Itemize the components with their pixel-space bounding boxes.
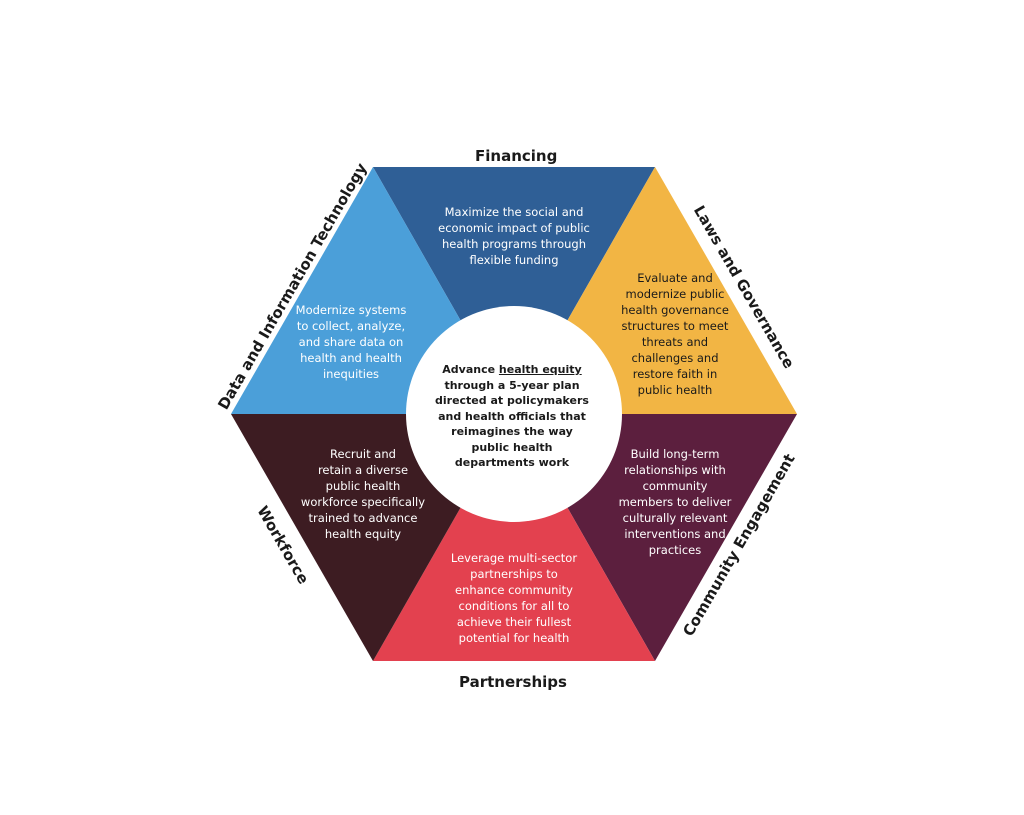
center-line: reimagines the way <box>451 425 573 438</box>
data-line: inequities <box>322 367 380 381</box>
workforce-line: workforce specifically <box>300 495 426 509</box>
community-line: Build long-term <box>630 447 720 461</box>
laws-line: health governance <box>621 303 729 317</box>
center-line: and health officials that <box>438 409 586 423</box>
community-line: community <box>642 479 708 493</box>
financing-line: Maximize the social and <box>444 205 584 219</box>
data-line: Modernize systems <box>295 303 407 317</box>
community-line: practices <box>648 543 702 557</box>
workforce-line: trained to advance <box>308 511 418 525</box>
financing-text: Maximize the social and economic impact … <box>414 204 614 268</box>
center-line: through a 5-year plan <box>444 378 580 392</box>
center-emphasis: health equity <box>498 363 582 376</box>
workforce-line: retain a diverse <box>317 463 409 477</box>
laws-line: challenges and <box>631 351 719 365</box>
segment-financing <box>373 167 655 414</box>
partnerships-line: enhance community <box>455 583 573 597</box>
community-line: relationships with <box>624 463 726 477</box>
data-line: health and health <box>300 351 402 365</box>
partnerships-line: partnerships to <box>470 567 558 581</box>
data-line: to collect, analyze, <box>296 319 406 333</box>
laws-line: Evaluate and <box>637 271 713 285</box>
partnerships-line: conditions for all to <box>458 599 570 613</box>
workforce-line: Recruit and <box>330 447 396 461</box>
laws-line: public health <box>637 383 713 397</box>
laws-line: structures to meet <box>621 319 729 333</box>
center-first-line: Advance health equity <box>412 362 612 378</box>
financing-line: flexible funding <box>469 253 559 267</box>
financing-line: economic impact of public <box>438 221 590 235</box>
partnerships-line: Leverage multi-sector <box>450 551 578 565</box>
label-partnerships: Partnerships <box>459 673 567 691</box>
partnerships-line: achieve their fullest <box>456 615 572 629</box>
financing-line: health programs through <box>442 237 586 251</box>
community-line: members to deliver <box>618 495 732 509</box>
community-line: interventions and <box>624 527 726 541</box>
center-circle <box>406 306 622 522</box>
data-line: and share data on <box>298 335 404 349</box>
community-engagement-text: Build long-term relationships with commu… <box>590 446 760 558</box>
center-line: directed at policymakers <box>435 394 589 407</box>
center-line: departments work <box>454 456 570 469</box>
community-line: culturally relevant <box>622 511 728 525</box>
laws-line: modernize public <box>625 287 725 301</box>
workforce-text: Recruit and retain a diverse public heal… <box>278 446 448 542</box>
workforce-line: health equity <box>324 527 402 541</box>
workforce-line: public health <box>325 479 401 493</box>
laws-line: restore faith in <box>632 367 718 381</box>
partnerships-line: potential for health <box>458 631 570 645</box>
center-line: public health <box>471 440 553 454</box>
data-it-text: Modernize systems to collect, analyze, a… <box>266 302 436 382</box>
partnerships-text: Leverage multi-sector partnerships to en… <box>424 550 604 646</box>
center-statement: Advance health equity through a 5-year p… <box>412 362 612 471</box>
center-prefix: Advance <box>442 363 499 376</box>
segment-partnerships <box>373 414 655 661</box>
laws-governance-text: Evaluate and modernize public health gov… <box>590 270 760 398</box>
laws-line: threats and <box>641 335 709 349</box>
label-financing: Financing <box>475 147 558 165</box>
